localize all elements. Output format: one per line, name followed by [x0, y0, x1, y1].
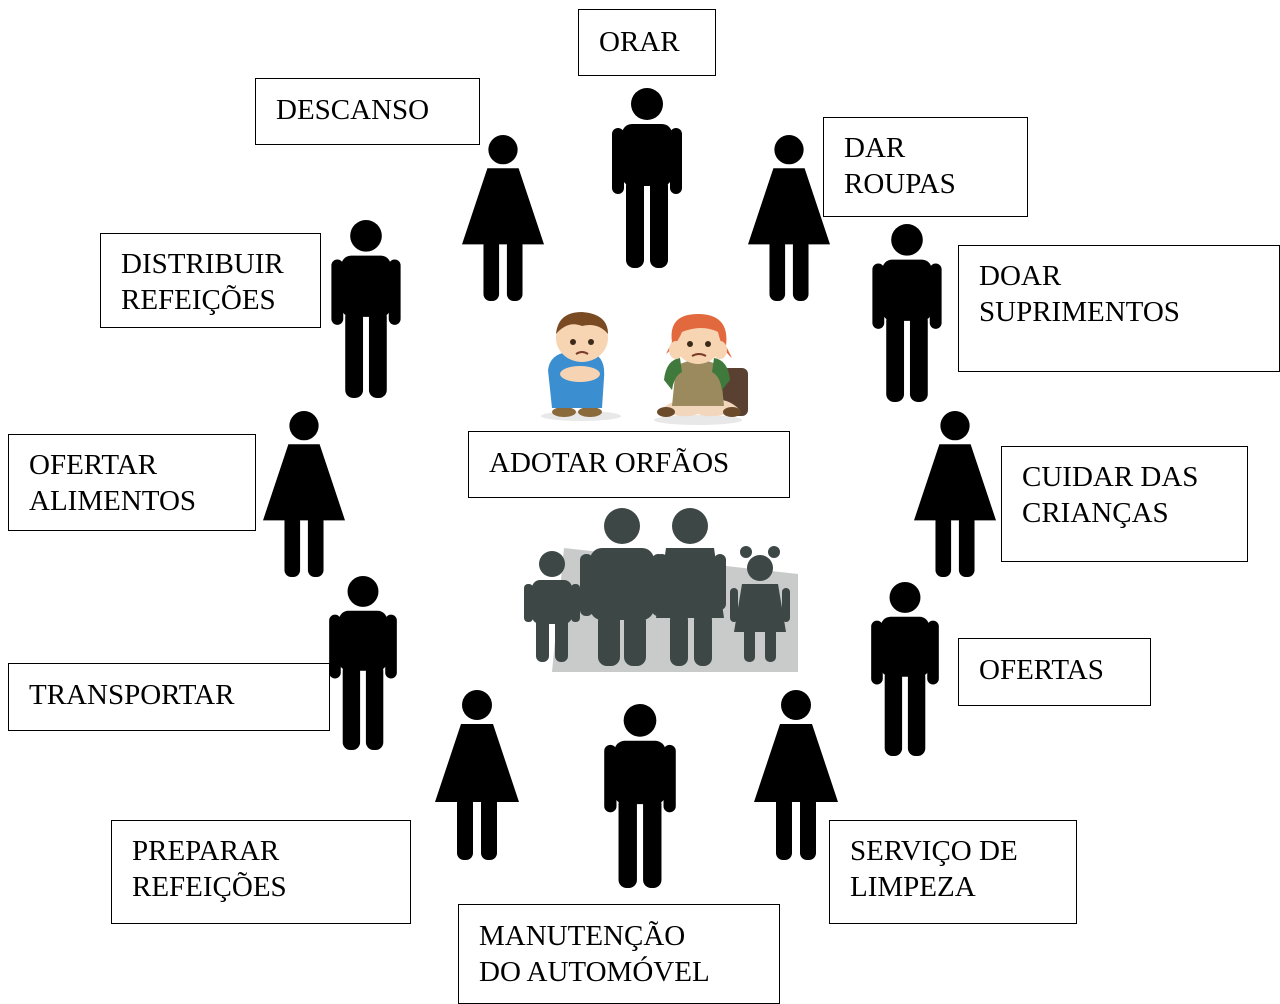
label-line: ROUPAS	[844, 168, 956, 200]
label-line: CUIDAR DAS	[1022, 461, 1199, 493]
man-icon	[331, 220, 401, 398]
label-line: CRIANÇAS	[1022, 497, 1169, 529]
woman-icon	[914, 410, 996, 578]
sad-girl-icon	[652, 310, 752, 426]
sad-boy-icon	[538, 308, 624, 422]
label-line: OFERTAR	[29, 449, 158, 481]
label-distribuir-refeicoes: DISTRIBUIR REFEIÇÕES	[100, 233, 321, 328]
man-icon	[612, 88, 682, 268]
label-line: DO AUTOMÓVEL	[479, 956, 710, 988]
label-line: ALIMENTOS	[29, 485, 197, 517]
label-line: REFEIÇÕES	[121, 284, 276, 316]
label-cuidar-das-criancas: CUIDAR DAS CRIANÇAS	[1001, 446, 1248, 562]
label-line: PREPARAR	[132, 835, 280, 867]
label-line: SUPRIMENTOS	[979, 296, 1180, 328]
man-icon	[872, 224, 942, 402]
label-line: MANUTENÇÃO	[479, 920, 686, 952]
label-line: DESCANSO	[276, 94, 430, 126]
label-descanso: DESCANSO	[255, 78, 480, 145]
label-servico-de-limpeza: SERVIÇO DE LIMPEZA	[829, 820, 1077, 924]
label-ofertar-alimentos: OFERTAR ALIMENTOS	[8, 434, 256, 531]
center-label: ADOTAR ORFÃOS	[489, 447, 730, 479]
label-line: REFEIÇÕES	[132, 871, 287, 903]
woman-icon	[748, 134, 830, 302]
label-line: DOAR	[979, 260, 1062, 292]
man-icon	[870, 582, 940, 756]
label-line: DISTRIBUIR	[121, 248, 284, 280]
label-preparar-refeicoes: PREPARAR REFEIÇÕES	[111, 820, 411, 924]
label-line: LIMPEZA	[850, 871, 976, 903]
man-icon	[604, 704, 676, 888]
label-line: TRANSPORTAR	[29, 679, 235, 711]
center-label-box: ADOTAR ORFÃOS	[468, 431, 790, 498]
label-doar-suprimentos: DOAR SUPRIMENTOS	[958, 245, 1280, 372]
label-line: DAR	[844, 132, 906, 164]
label-dar-roupas: DAR ROUPAS	[823, 117, 1028, 217]
family-icon	[524, 508, 798, 672]
man-icon	[328, 576, 398, 750]
woman-icon	[754, 688, 838, 862]
label-line: SERVIÇO DE	[850, 835, 1018, 867]
woman-icon	[435, 688, 519, 862]
label-ofertas: OFERTAS	[958, 638, 1151, 706]
woman-icon	[462, 134, 544, 302]
woman-icon	[263, 410, 345, 578]
label-line: OFERTAS	[979, 654, 1104, 686]
label-manutencao-do-automovel: MANUTENÇÃO DO AUTOMÓVEL	[458, 904, 780, 1004]
label-line: ORAR	[599, 26, 680, 58]
label-orar: ORAR	[578, 9, 716, 76]
label-transportar: TRANSPORTAR	[8, 663, 330, 731]
